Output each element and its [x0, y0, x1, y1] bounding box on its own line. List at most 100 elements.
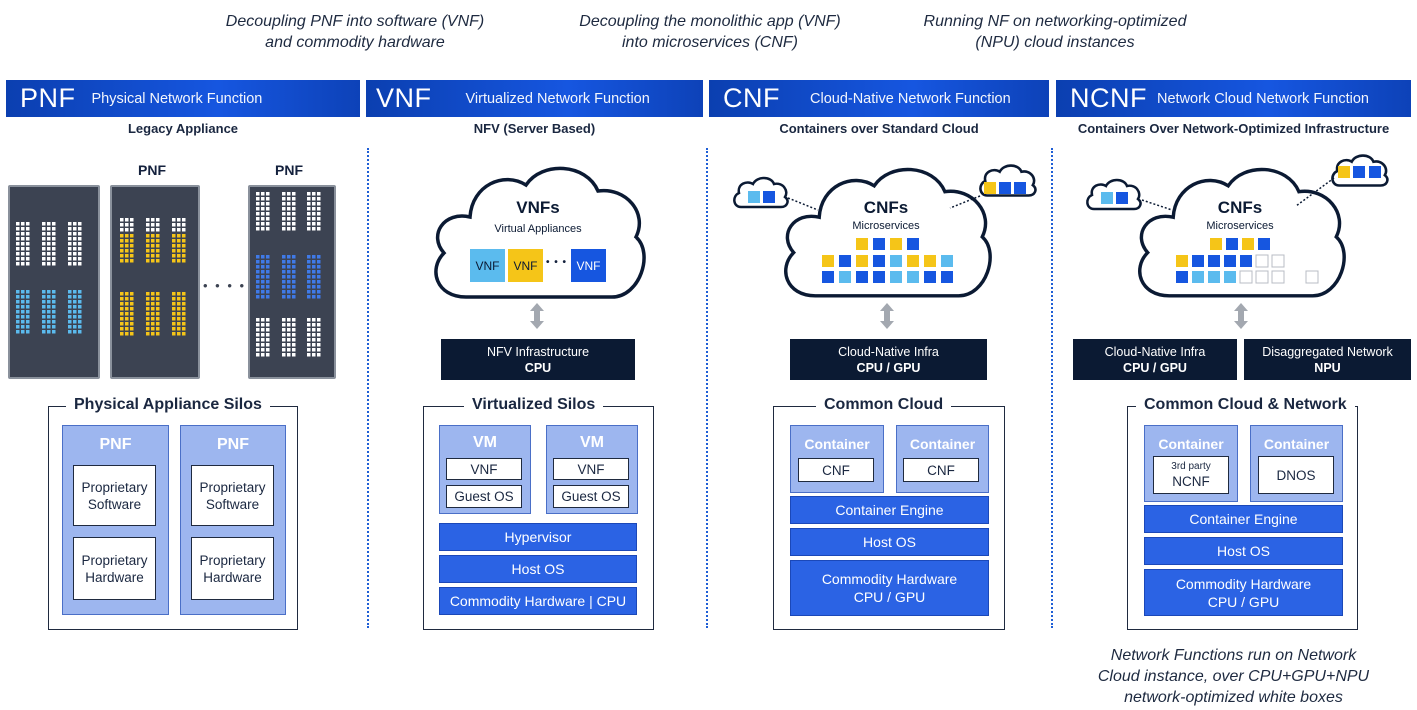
silo-title: Common Cloud [816, 396, 952, 414]
rack-port [317, 280, 321, 284]
rack-port [125, 249, 129, 253]
rack-port [307, 295, 311, 299]
rack-port [261, 255, 265, 259]
rack-port [261, 260, 265, 264]
rack-port [261, 227, 265, 231]
microservice-square [1305, 270, 1319, 284]
rack-port [317, 343, 321, 347]
rack-port [292, 285, 296, 289]
rack-port [52, 305, 56, 309]
rack-port [182, 307, 186, 311]
rack-port [42, 320, 46, 324]
rack-port [26, 325, 30, 329]
rack-port [307, 227, 311, 231]
rack-port [261, 348, 265, 352]
header-abbr: VNF [376, 83, 432, 113]
bidirectional-arrow-icon [1234, 303, 1248, 329]
rack-port [130, 223, 134, 227]
rack-port [78, 320, 82, 324]
rack-port [21, 300, 25, 304]
caption-vnf-to-cnf: Decoupling the monolithic app (VNF) into… [540, 11, 880, 53]
subtitle-vnf: NFV (Server Based) [473, 121, 596, 136]
rack-port [42, 232, 46, 236]
microservice-square [1176, 271, 1188, 283]
rack-port [151, 228, 155, 232]
rack-port [78, 237, 82, 241]
rack-port [256, 275, 260, 279]
rack-port [68, 290, 72, 294]
rack-port [120, 302, 124, 306]
subtitle-cnf: Containers over Standard Cloud [779, 121, 979, 136]
rack-port [266, 338, 270, 342]
rack-port [292, 353, 296, 357]
rack-port [73, 247, 77, 251]
rack-port [307, 222, 311, 226]
rack-port [256, 270, 260, 274]
rack-port [78, 310, 82, 314]
rack-port [146, 228, 150, 232]
rack-port [130, 244, 134, 248]
rack-port [26, 257, 30, 261]
rack-port [146, 297, 150, 301]
rack-port [177, 322, 181, 326]
rack-port [177, 223, 181, 227]
cloud-native-infra-box: Cloud-Native Infra CPU / GPU [1073, 339, 1237, 380]
microservice-square [1242, 238, 1254, 250]
rack-port [182, 254, 186, 258]
rack-port [52, 290, 56, 294]
rack-port [312, 255, 316, 259]
microservice-square [1101, 192, 1113, 204]
rack-port [292, 222, 296, 226]
cloud-subtitle: Microservices [852, 220, 920, 232]
rack-port [256, 207, 260, 211]
rack-port [317, 260, 321, 264]
layer-line: CPU / GPU [1207, 593, 1280, 610]
rack-port [182, 297, 186, 301]
caption-line: and commodity hardware [265, 34, 445, 51]
rack-port [21, 222, 25, 226]
rack-port [156, 234, 160, 238]
rack-port [146, 312, 150, 316]
rack-port [312, 318, 316, 322]
proprietary-software-box: Proprietary Software [191, 465, 274, 526]
rack-port [312, 280, 316, 284]
rack-port [282, 265, 286, 269]
microservice-square [1338, 166, 1350, 178]
rack-port [172, 292, 176, 296]
rack-port [282, 323, 286, 327]
rack-port [172, 249, 176, 253]
rack-port [282, 333, 286, 337]
rack-port [16, 257, 20, 261]
rack-port [42, 252, 46, 256]
rack-port [16, 247, 20, 251]
rack-port [156, 327, 160, 331]
rack-port [151, 332, 155, 336]
rack-port [292, 202, 296, 206]
rack-port [156, 292, 160, 296]
rack-port [16, 300, 20, 304]
subtitle-pnf: Legacy Appliance [127, 121, 239, 136]
rack-port [282, 197, 286, 201]
rack-port [21, 262, 25, 266]
microservice-square [924, 271, 936, 283]
rack-port [120, 234, 124, 238]
rack-port [42, 295, 46, 299]
rack-port [287, 207, 291, 211]
rack-port [68, 257, 72, 261]
vm-label: VM [580, 434, 604, 451]
rack-port [52, 242, 56, 246]
rack-port [151, 302, 155, 306]
rack-port [287, 212, 291, 216]
rack-port [282, 353, 286, 357]
rack-port [146, 218, 150, 222]
microservice-square [890, 238, 902, 250]
rack-port [261, 270, 265, 274]
ncnf-footnote: Network Functions run on Network Cloud i… [1056, 645, 1411, 708]
rack-port [287, 260, 291, 264]
rack-port [177, 244, 181, 248]
rack-port [317, 217, 321, 221]
rack-port [146, 254, 150, 258]
rack-port [317, 348, 321, 352]
rack-port [146, 223, 150, 227]
rack-port [292, 255, 296, 259]
